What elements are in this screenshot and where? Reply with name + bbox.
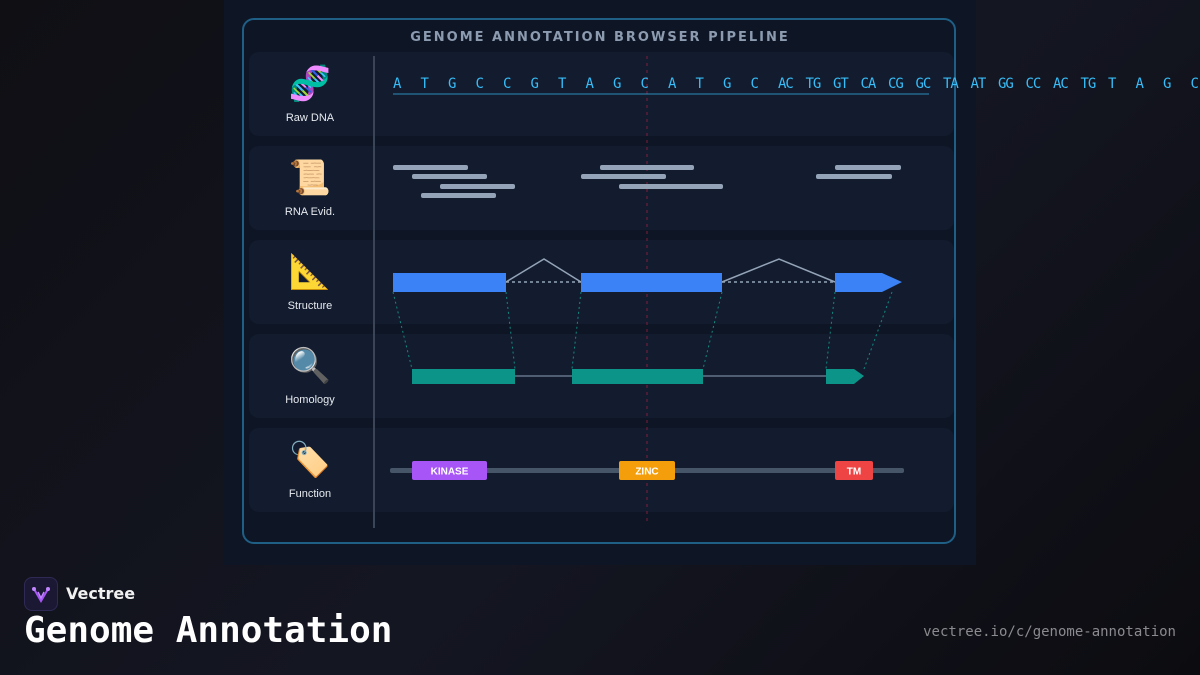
domain-label-kinase: KINASE	[431, 467, 469, 478]
rna-read	[393, 165, 468, 170]
sequence-base: TG	[805, 76, 822, 92]
sequence-base: GT	[833, 76, 849, 92]
sequence-base: C	[1190, 76, 1199, 92]
magnifier-icon: 🔍	[288, 346, 332, 386]
exon-3-arrow	[835, 273, 902, 292]
exon-2	[581, 273, 722, 292]
sequence-base: A	[1135, 76, 1144, 92]
track-label-raw-dna: Raw DNA	[285, 112, 335, 124]
track-label-function: Function	[288, 488, 332, 500]
sequence-base: C	[503, 76, 512, 92]
sequence-base: A	[668, 76, 677, 92]
homology-block-2	[572, 369, 703, 384]
rna-read	[835, 165, 901, 170]
rna-reads	[393, 165, 901, 198]
sequence-base: A	[585, 76, 594, 92]
sequence-base: TA	[943, 76, 959, 92]
protein-domains: KINASE ZINC TM	[390, 461, 904, 480]
sequence-base: G	[1163, 76, 1172, 92]
domain-kinase	[412, 461, 487, 480]
page-url[interactable]: vectree.io/c/genome-annotation	[923, 624, 1176, 640]
track-label-homology: Homology	[285, 394, 335, 406]
rna-read	[440, 184, 515, 189]
splice-junction-arc	[505, 258, 582, 283]
rna-read	[816, 174, 892, 179]
sequence-base: G	[613, 76, 622, 92]
sequence-base: G	[723, 76, 732, 92]
track-graphics: KINASE ZINC TM	[390, 56, 929, 524]
sequence-base: C	[475, 76, 484, 92]
track-label-structure: Structure	[287, 300, 333, 312]
brand-name: Vectree	[66, 584, 136, 603]
sequence-base: AC	[1053, 76, 1069, 92]
homology-block-3-arrow	[826, 369, 864, 384]
rna-read	[421, 193, 496, 198]
rna-read	[600, 165, 694, 170]
track-rna-evidence: 📜 RNA Evid.	[249, 146, 954, 230]
triangular-ruler-icon: 📐	[288, 252, 332, 292]
sequence-base: G	[530, 76, 539, 92]
sequence-base: CG	[888, 76, 904, 92]
domain-label-zinc: ZINC	[635, 467, 658, 478]
sequence-base: A	[393, 76, 402, 92]
sequence-base: AT	[970, 76, 987, 92]
domain-tm	[835, 461, 873, 480]
page-headline: Genome Annotation	[24, 610, 393, 651]
sequence-base: T	[420, 76, 429, 92]
scroll-icon: 📜	[288, 158, 332, 198]
sequence-base: T	[558, 76, 567, 92]
rna-read	[581, 174, 666, 179]
sequence-base: T	[695, 76, 704, 92]
sequence-base: TG	[1080, 76, 1097, 92]
splice-junction-arc	[721, 258, 836, 283]
vectree-logo-icon	[24, 577, 58, 611]
sequence-base: G	[448, 76, 457, 92]
domain-label-tm: TM	[847, 467, 861, 478]
diagram-canvas: GENOME ANNOTATION BROWSER PIPELINE 🧬 Raw…	[224, 0, 1199, 565]
dna-icon: 🧬	[288, 64, 332, 104]
diagram-frame	[242, 18, 956, 544]
sequence-base: GG	[998, 76, 1014, 92]
track-label-rna-evidence: RNA Evid.	[284, 206, 336, 218]
track-divider	[373, 56, 375, 528]
sequence-base: C	[750, 76, 759, 92]
sequence-base: C	[640, 76, 649, 92]
sequence-base: T	[1108, 76, 1117, 92]
rna-read	[619, 184, 723, 189]
sequence-base: AC	[778, 76, 794, 92]
domain-zinc	[619, 461, 675, 480]
sequence-base: CA	[860, 76, 877, 92]
sequence-base: CC	[1025, 76, 1042, 92]
sequence-base: GC	[915, 76, 932, 92]
exon-1	[393, 273, 506, 292]
rna-read	[412, 174, 487, 179]
homology-block-1	[412, 369, 515, 384]
gene-structure	[393, 258, 902, 292]
diagram-title: GENOME ANNOTATION BROWSER PIPELINE	[410, 30, 790, 45]
homology-alignment	[412, 369, 864, 384]
tag-icon: 🏷️	[288, 440, 332, 480]
exon-projection-lines	[392, 291, 893, 370]
